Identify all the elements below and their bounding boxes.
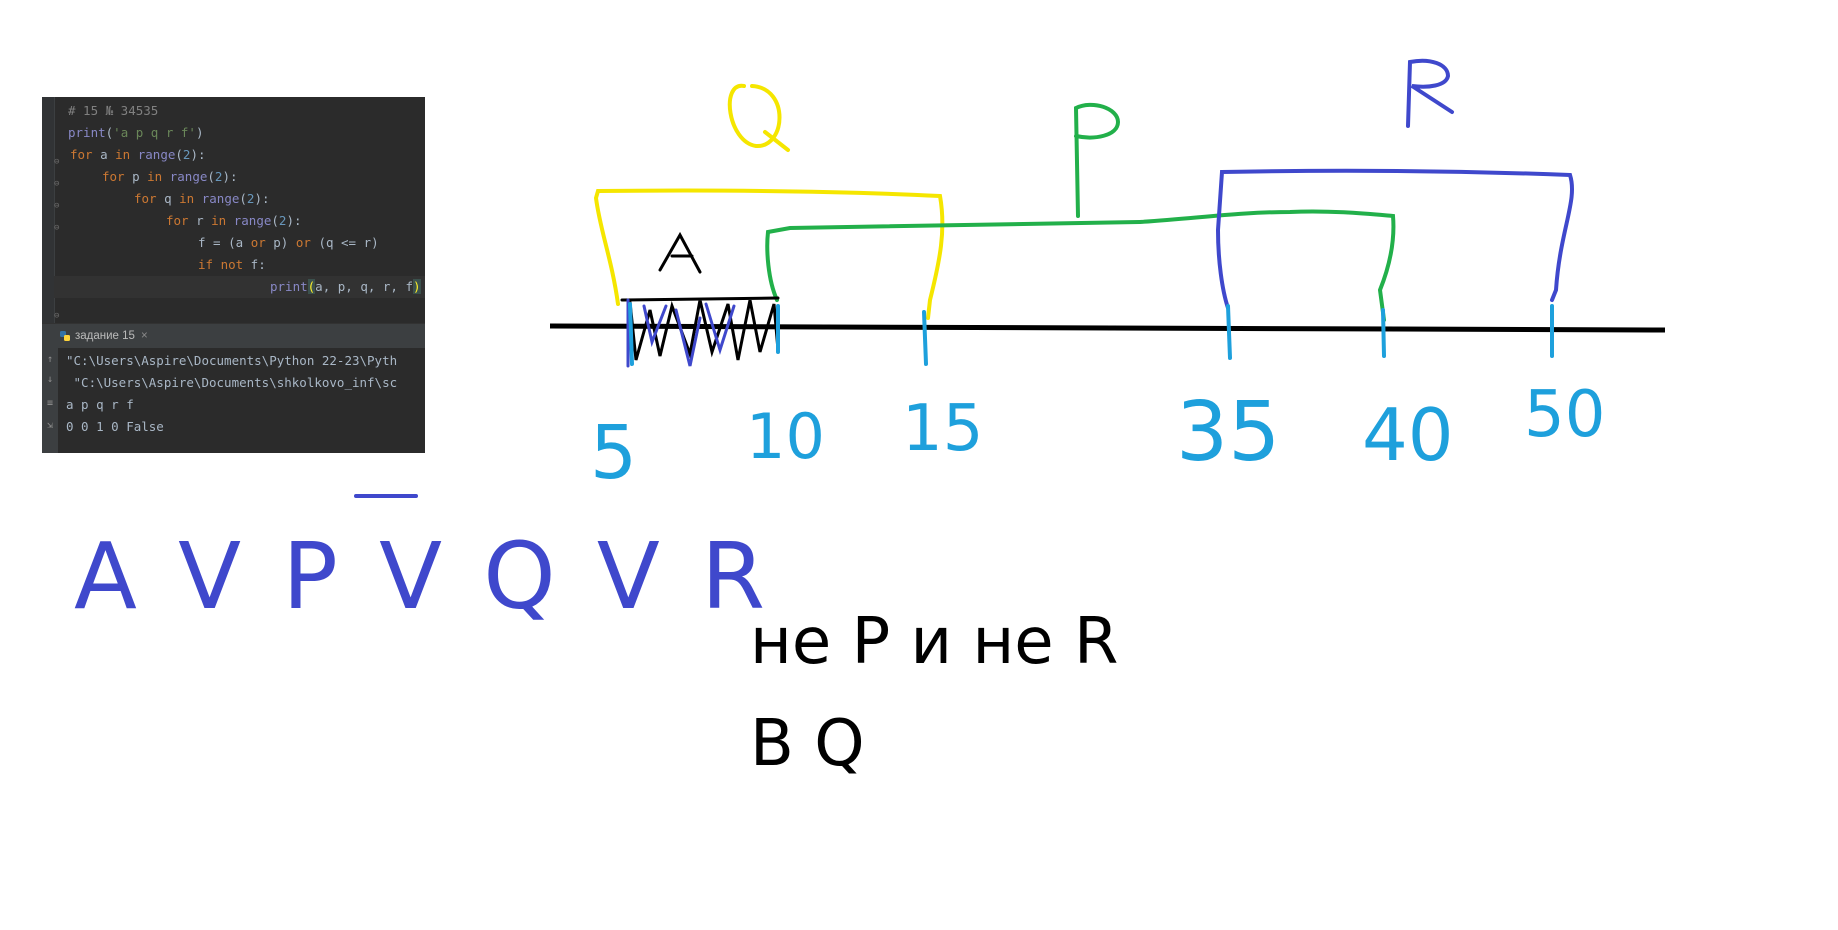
tick-40 bbox=[1381, 308, 1386, 358]
output-line-interpreter: "C:\Users\Aspire\Documents\Python 22-23\… bbox=[66, 353, 398, 368]
run-tab-label: задание 15 bbox=[75, 330, 135, 342]
run-output-panel: ↑ ↓ ≡ ⇲ "C:\Users\Aspire\Documents\Pytho… bbox=[42, 348, 425, 453]
p-label-drawing bbox=[1073, 102, 1121, 218]
axis-ticks bbox=[628, 302, 1554, 366]
tick-15 bbox=[922, 310, 928, 366]
caption-line-2: B Q bbox=[750, 707, 865, 781]
r-interval-bracket bbox=[1215, 168, 1575, 310]
fold-marker-icon[interactable]: ⊖ bbox=[54, 311, 60, 321]
tick-label-50: 50 bbox=[1524, 378, 1605, 452]
code-line-comment: # 15 № 34535 bbox=[68, 103, 159, 118]
tick-label-15: 15 bbox=[902, 392, 983, 466]
ide-screenshot: ⊖ ⊖ ⊖ ⊖ ⊖ # 15 № 34535 print('a p q r f'… bbox=[42, 97, 425, 453]
soft-wrap-icon[interactable]: ≡ bbox=[46, 398, 54, 409]
code-line-print-header: print('a p q r f') bbox=[68, 125, 204, 140]
a-interval-hatch bbox=[620, 296, 780, 361]
fold-marker-icon[interactable]: ⊖ bbox=[54, 223, 60, 233]
axis-tick-labels: 5 10 15 35 40 50 bbox=[590, 378, 1605, 496]
q-interval-bracket bbox=[593, 188, 945, 320]
code-editor[interactable]: ⊖ ⊖ ⊖ ⊖ ⊖ # 15 № 34535 print('a p q r f'… bbox=[42, 97, 425, 323]
tick-label-40: 40 bbox=[1362, 393, 1454, 477]
output-line-header: a p q r f bbox=[66, 397, 134, 412]
editor-gutter bbox=[42, 97, 55, 323]
code-line-assign-f: f = (a or p) or (q <= r) bbox=[198, 235, 379, 250]
r-label-drawing bbox=[1406, 58, 1454, 128]
code-line-for-a: for a in range(2): bbox=[70, 147, 206, 162]
code-line-for-q: for q in range(2): bbox=[134, 191, 270, 206]
fold-marker-icon[interactable]: ⊖ bbox=[54, 179, 60, 189]
number-axis bbox=[549, 323, 1666, 333]
tick-label-5: 5 bbox=[590, 410, 637, 496]
python-icon bbox=[60, 330, 70, 341]
p-interval-bracket bbox=[765, 209, 1396, 322]
a-interval-blue-hatch bbox=[626, 298, 736, 368]
code-line-print-values: print(a, p, q, r, f) bbox=[54, 276, 425, 298]
fold-marker-icon[interactable]: ⊖ bbox=[54, 201, 60, 211]
close-icon[interactable]: × bbox=[140, 330, 148, 342]
tick-label-10: 10 bbox=[746, 400, 825, 473]
tick-5 bbox=[628, 302, 634, 366]
tick-label-35: 35 bbox=[1176, 385, 1280, 480]
scroll-to-end-icon[interactable]: ⇲ bbox=[46, 420, 54, 431]
code-line-if-not: if not f: bbox=[198, 257, 266, 272]
caption-line-1: не P и не R bbox=[750, 605, 1119, 679]
code-line-for-r: for r in range(2): bbox=[166, 213, 302, 228]
q-label-drawing bbox=[727, 83, 790, 152]
run-toolbar: ↑ ↓ ≡ ⇲ bbox=[42, 348, 58, 453]
fold-marker-icon[interactable]: ⊖ bbox=[54, 157, 60, 167]
output-line-script: "C:\Users\Aspire\Documents\shkolkovo_inf… bbox=[66, 375, 398, 390]
output-line-result: 0 0 1 0 False bbox=[66, 419, 164, 434]
stop-icon[interactable]: ↓ bbox=[46, 374, 54, 385]
formula-text: A V P V Q V R bbox=[74, 523, 771, 630]
a-label-drawing bbox=[658, 231, 702, 274]
code-line-for-p: for p in range(2): bbox=[102, 169, 238, 184]
tick-35 bbox=[1226, 304, 1232, 360]
rerun-icon[interactable]: ↑ bbox=[46, 354, 54, 365]
